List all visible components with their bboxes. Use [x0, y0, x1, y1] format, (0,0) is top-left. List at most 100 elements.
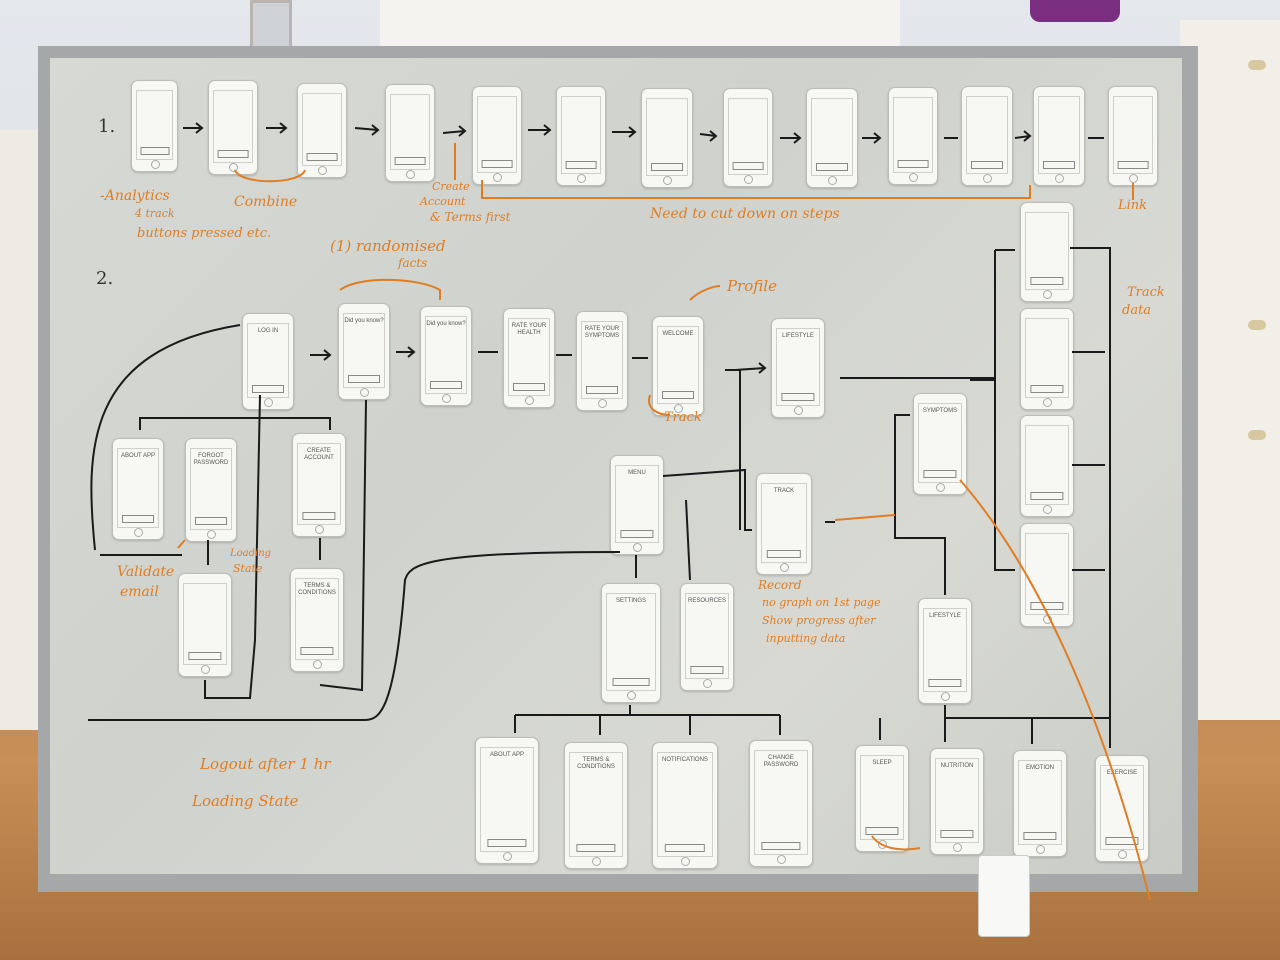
phone-about-app: ABOUT APP: [112, 438, 164, 540]
screen-title: EXERCISE: [1106, 770, 1138, 776]
note-logout: Logout after 1 hr: [200, 755, 331, 773]
phone-forgot-password: FORGOT PASSWORD: [185, 438, 237, 542]
screen-title: CREATE ACCOUNT: [304, 448, 334, 461]
phone-track-4: [1020, 523, 1074, 627]
screen-title: TRACK: [773, 488, 795, 494]
screen-title: LOG IN: [257, 328, 279, 334]
phone-symptoms: SYMPTOMS: [913, 393, 967, 495]
row-1-phone: [472, 86, 522, 185]
row-1-phone: [641, 88, 693, 188]
phone-nutrition: NUTRITION: [930, 748, 984, 855]
phone-lifestyle: LIFESTYLE: [918, 598, 972, 704]
screen-title: SYMPTOMS: [922, 408, 958, 414]
note-analytics-2: 4 track: [135, 207, 175, 220]
screen-title: ABOUT APP: [490, 752, 524, 758]
note-loading-state: Loading State: [192, 792, 299, 810]
note-combine: Combine: [234, 194, 298, 210]
note-randomised: (1) randomised: [330, 237, 446, 255]
phone-about-app-2: ABOUT APP: [475, 737, 539, 864]
note-track-data-2: data: [1122, 303, 1152, 318]
phone-rate-health: RATE YOUR HEALTH: [503, 308, 555, 408]
row-1-phone: [1108, 86, 1158, 186]
screen-title: RESOURCES: [687, 598, 726, 604]
screen-title: CHANGE PASSWORD: [763, 755, 799, 768]
row-1-phone: [961, 86, 1013, 186]
note-track: Track: [664, 410, 702, 425]
phone-welcome: WELCOME: [652, 316, 704, 416]
note-analytics-3: buttons pressed etc.: [137, 226, 272, 241]
row-1-phone: [1033, 86, 1085, 186]
phone-exercise: EXERCISE: [1095, 755, 1149, 862]
row-1-phone: [556, 86, 606, 186]
phone-track: TRACK: [756, 473, 812, 575]
phone-track-2: [1020, 308, 1074, 410]
phone-settings: SETTINGS: [601, 583, 661, 703]
screen-title: Did you know?: [426, 321, 466, 327]
note-randomised-2: facts: [398, 256, 428, 270]
phone-track-1: [1020, 202, 1074, 302]
note-cut-steps: Need to cut down on steps: [650, 206, 840, 222]
phone-emotion: EMOTION: [1013, 750, 1067, 857]
screen-title: NOTIFICATIONS: [662, 757, 708, 763]
row-1-phone: [297, 83, 347, 178]
row-1-phone: [723, 88, 773, 187]
note-validate-2: email: [120, 584, 159, 600]
phone-terms: TERMS & CONDITIONS: [290, 568, 344, 672]
drawer-handle: [1248, 60, 1266, 70]
note-loading: Loading: [230, 548, 272, 559]
note-record-4: inputting data: [766, 632, 846, 645]
row-1-label: 1.: [98, 116, 116, 137]
phone-track-3: [1020, 415, 1074, 517]
purple-object: [1030, 0, 1120, 22]
row-1-phone: [806, 88, 858, 188]
note-validate: Validate: [117, 564, 175, 580]
screen-title: EMOTION: [1026, 765, 1054, 771]
phone-verify-email: [178, 573, 232, 677]
screen-title: RATE YOUR SYMPTOMS: [584, 326, 620, 339]
note-link: Link: [1118, 198, 1148, 213]
row-1-phone: [208, 80, 258, 175]
phone-menu: MENU: [610, 455, 664, 555]
screen-title: NUTRITION: [940, 763, 974, 769]
note-record-2: no graph on 1st page: [762, 596, 881, 609]
note-record: Record: [758, 578, 802, 592]
phone-create-account: CREATE ACCOUNT: [292, 433, 346, 537]
row-1-phone: [385, 84, 435, 182]
paper-slip: [978, 855, 1030, 937]
phone-notifications: NOTIFICATIONS: [652, 742, 718, 869]
screen-title: MENU: [628, 470, 646, 476]
row-2-label: 2.: [96, 268, 114, 289]
phone-terms-2: TERMS & CONDITIONS: [564, 742, 628, 869]
note-analytics: -Analytics: [100, 188, 170, 204]
screen-title: TERMS & CONDITIONS: [298, 583, 336, 596]
phone-rate-symptoms: RATE YOUR SYMPTOMS: [576, 311, 628, 411]
screen-title: LIFESTYLE: [782, 333, 814, 339]
screen-title: TERMS & CONDITIONS: [577, 757, 615, 770]
phone-change-password: CHANGE PASSWORD: [749, 740, 813, 867]
drawer-handle: [1248, 430, 1266, 440]
note-create-account-3: & Terms first: [430, 210, 511, 224]
phone-did-you-know-2: Did you know?: [420, 306, 472, 406]
screen-title: LIFESTYLE: [929, 613, 961, 619]
phone-resources: RESOURCES: [680, 583, 734, 691]
note-create-account: Create: [432, 180, 470, 193]
note-record-3: Show progress after: [762, 614, 876, 627]
screen-title: SLEEP: [872, 760, 892, 766]
phone-sleep: SLEEP: [855, 745, 909, 852]
note-create-account-2: Account: [420, 195, 466, 208]
row-1-phone: [131, 80, 178, 172]
screen-title: WELCOME: [662, 331, 694, 337]
phone-login: LOG IN: [242, 313, 294, 410]
screen-title: ABOUT APP: [121, 453, 155, 459]
row-1-phone: [888, 87, 938, 185]
note-track-data: Track: [1127, 285, 1165, 300]
screen-title: RATE YOUR HEALTH: [511, 323, 547, 336]
screen-title: SETTINGS: [615, 598, 646, 604]
screen-title: Did you know?: [344, 318, 384, 324]
phone-lifestyle-top: LIFESTYLE: [771, 318, 825, 418]
note-loading-2: State: [233, 562, 263, 575]
note-profile: Profile: [727, 277, 777, 295]
drawer-handle: [1248, 320, 1266, 330]
